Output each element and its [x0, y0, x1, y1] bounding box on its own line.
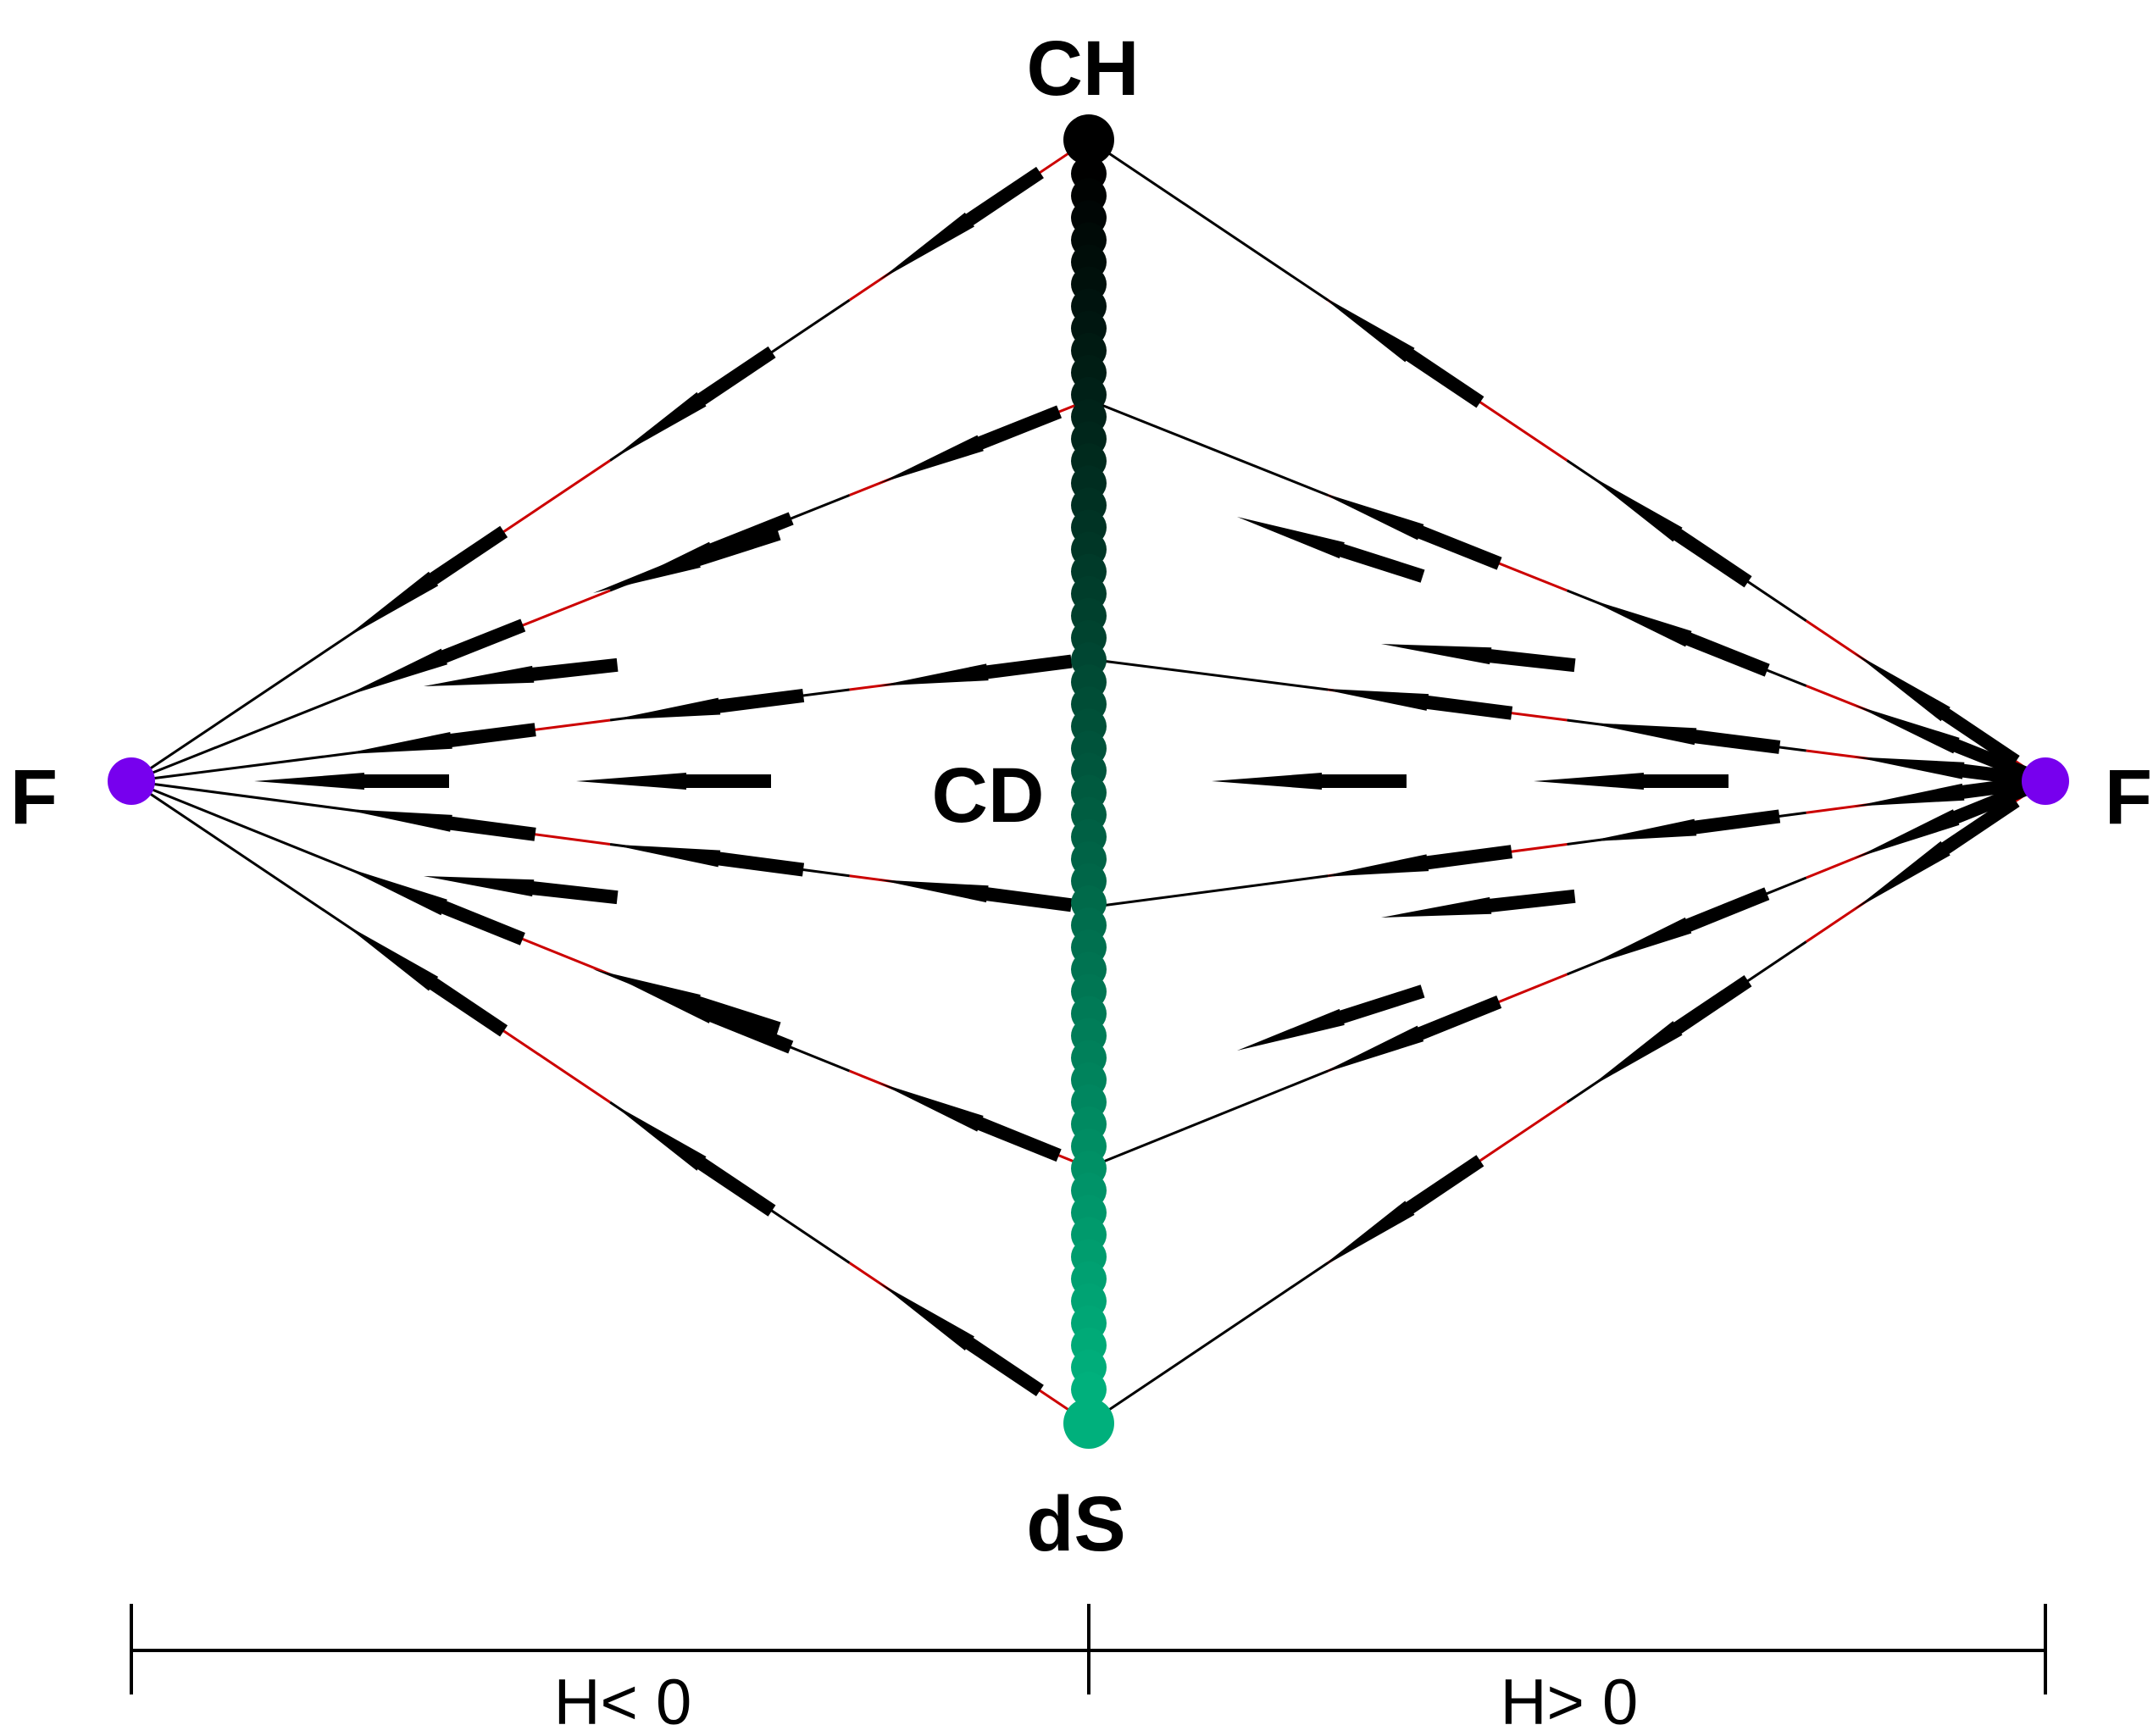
- trajectory-segment: [130, 685, 372, 783]
- label-ds: dS: [1026, 1481, 1126, 1567]
- flow-arrow-field: [1381, 644, 1576, 673]
- flow-arrow-right: [1586, 809, 1781, 842]
- flow-arrow-right: [1854, 795, 2020, 910]
- trajectory-segment: [130, 779, 372, 943]
- axis: [130, 1604, 2047, 1694]
- flow-arrow-left: [341, 618, 526, 697]
- flow-arrow-right: [1318, 1155, 1484, 1270]
- flow-arrow-left: [341, 808, 536, 841]
- flow-arrow-left: [610, 688, 805, 720]
- fixed-point-f-right: [2022, 757, 2069, 805]
- trajectory-segment: [1088, 138, 1329, 302]
- flow-arrow-field: [593, 969, 781, 1035]
- fixed-points: [108, 114, 2069, 1449]
- axis-label-h-negative: H< 0: [554, 1667, 692, 1736]
- flow-arrow-field: [1534, 773, 1729, 790]
- trajectory-segment: [130, 749, 371, 783]
- axis-label-h-positive: H> 0: [1501, 1667, 1639, 1736]
- label-f-right: F: [2105, 754, 2152, 840]
- flow-arrow-left: [878, 879, 1073, 912]
- trajectory-segment: [1088, 874, 1329, 909]
- flow-arrow-right: [1586, 473, 1752, 588]
- flow-arrow-field: [254, 773, 449, 790]
- flow-arrow-right: [1586, 598, 1770, 677]
- label-f-left: F: [10, 754, 58, 840]
- flow-arrow-field: [1212, 773, 1407, 790]
- flow-arrow-field: [576, 773, 771, 790]
- trajectory-segment: [1088, 398, 1329, 496]
- fixed-point-ch: [1063, 114, 1114, 165]
- flow-arrow-right: [1318, 996, 1502, 1075]
- label-cd: CD: [932, 752, 1045, 839]
- flow-arrow-right: [1854, 779, 2038, 859]
- label-ch: CH: [1027, 25, 1140, 112]
- flow-arrow-left: [341, 723, 536, 755]
- trajectory-segment: [1088, 1262, 1329, 1425]
- fixed-point-chain: [1071, 156, 1107, 1407]
- flow-arrow-right: [1318, 293, 1484, 408]
- flow-arrow-right: [1318, 845, 1513, 878]
- flow-arrow-left: [878, 654, 1073, 686]
- flow-arrow-left: [610, 346, 776, 461]
- flow-arrow-left: [341, 866, 525, 946]
- flow-arrow-right: [1586, 974, 1752, 1090]
- trajectory-segment: [130, 779, 371, 814]
- flow-arrow-right: [1586, 722, 1781, 754]
- flow-arrow-field: [1381, 889, 1576, 918]
- flow-arrow-field: [424, 657, 619, 686]
- flow-arrows: [254, 166, 2049, 1397]
- flow-arrow-field: [1237, 517, 1425, 583]
- flow-arrow-left: [341, 922, 508, 1037]
- trajectory-segment: [130, 779, 372, 879]
- trajectory-segment: [1088, 1069, 1329, 1169]
- flow-arrow-right: [1854, 652, 2020, 768]
- flow-arrow-field: [593, 527, 781, 593]
- flow-arrow-field: [1237, 984, 1425, 1051]
- flow-arrow-right: [1586, 887, 1770, 967]
- flow-arrow-left: [878, 405, 1063, 484]
- flow-arrow-left: [341, 525, 508, 641]
- flow-arrow-right: [1318, 688, 1513, 720]
- flow-arrow-left: [878, 1282, 1044, 1397]
- fixed-point-ds: [1063, 1398, 1114, 1449]
- fixed-point-f-left: [108, 757, 155, 805]
- flow-arrow-left: [610, 1102, 776, 1217]
- chain-point: [1071, 1372, 1107, 1407]
- trajectory-segment: [1088, 657, 1329, 691]
- trajectory-segment: [130, 619, 372, 783]
- flow-arrow-left: [878, 1082, 1062, 1162]
- flow-arrow-right: [1318, 491, 1502, 570]
- flow-arrow-left: [878, 166, 1044, 281]
- flow-arrow-field: [424, 876, 619, 905]
- flow-arrow-left: [610, 844, 805, 877]
